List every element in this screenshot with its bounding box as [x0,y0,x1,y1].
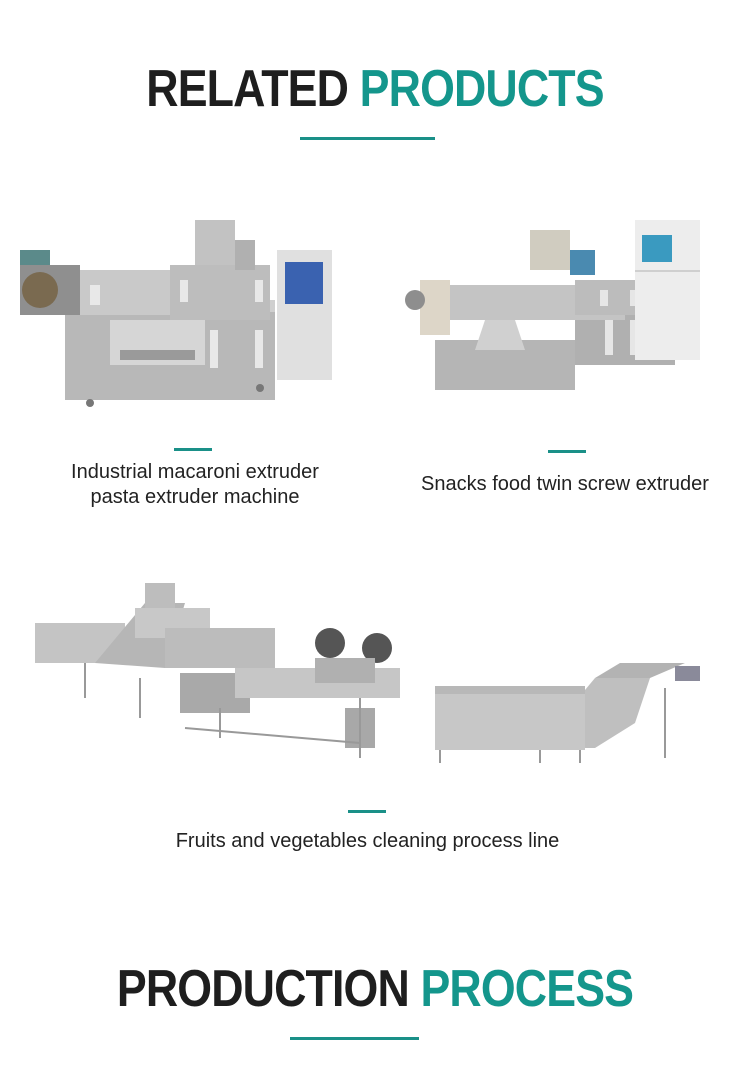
caption-divider [174,448,212,451]
product-caption-snacks-extruder: Snacks food twin screw extruder [395,472,735,497]
product-image-snacks-extruder[interactable] [395,210,735,400]
caption-line: Industrial macaroni extruder [71,461,319,483]
caption-line: pasta extruder machine [90,486,300,508]
heading-accent-word: PRODUCTS [359,60,605,118]
caption-line: Fruits and vegetables cleaning process l… [175,830,560,852]
heading-divider [300,137,435,140]
caption-divider [348,810,386,813]
production-process-heading: PRODUCTION PROCESS [53,963,698,1015]
related-products-heading: RELATED PRODUCTS [53,63,698,115]
heading-accent-word: PROCESS [420,960,634,1018]
product-image-macaroni-extruder[interactable] [5,210,365,410]
heading-dark-word: PRODUCTION [116,960,410,1018]
caption-line: Snacks food twin screw extruder [421,473,709,495]
product-image-cleaning-line[interactable] [35,578,725,763]
product-caption-macaroni-extruder: Industrial macaroni extruder pasta extru… [20,460,370,510]
product-caption-cleaning-line: Fruits and vegetables cleaning process l… [0,829,735,854]
heading-dark-word: RELATED [146,60,349,118]
caption-divider [548,450,586,453]
heading-divider [290,1037,419,1040]
